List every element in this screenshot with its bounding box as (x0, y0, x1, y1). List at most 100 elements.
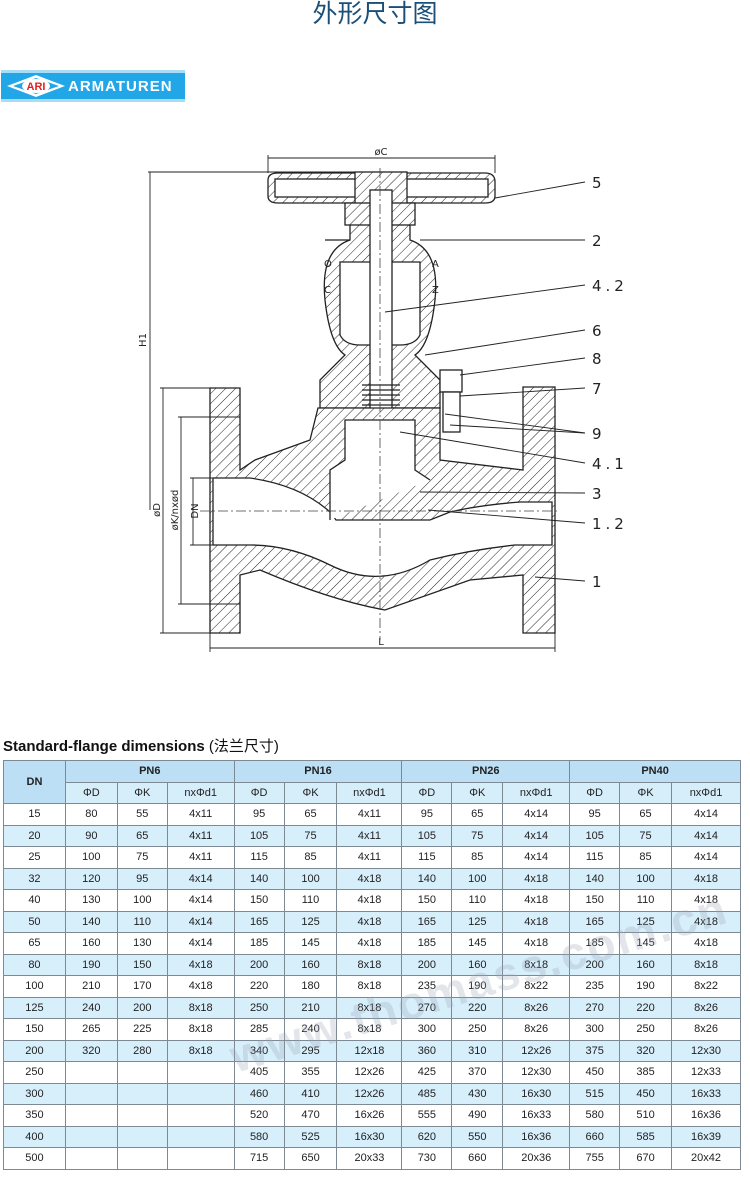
table-cell: 75 (451, 824, 504, 847)
table-cell: 110 (116, 910, 168, 933)
table-cell: 4x18 (336, 932, 403, 955)
table-cell: 165 (401, 910, 453, 933)
table-cell: 4x18 (166, 953, 235, 976)
table-cell (64, 1104, 118, 1127)
table-cell: 16x30 (336, 1125, 403, 1148)
table-cell: 270 (569, 996, 621, 1019)
table-cell: 16x30 (502, 1082, 571, 1105)
section-title-en: Standard-flange dimensions (3, 738, 205, 755)
table-cell: 620 (401, 1125, 453, 1148)
table-cell: 4x14 (166, 932, 235, 955)
dn-cell: 400 (3, 1125, 66, 1148)
ari-armaturen-logo: ARI ARMATUREN (1, 70, 185, 102)
table-cell: 125 (451, 910, 504, 933)
table-cell: 145 (619, 932, 673, 955)
table-cell: 755 (569, 1147, 621, 1170)
table-cell (166, 1147, 235, 1170)
table-cell: 100 (619, 867, 673, 890)
table-cell: 510 (619, 1104, 673, 1127)
callout-5: 5 (592, 174, 602, 192)
table-cell: 4x11 (336, 803, 403, 826)
table-cell: 730 (401, 1147, 453, 1170)
table-cell: 8x26 (671, 1018, 741, 1041)
table-cell: 100 (116, 889, 168, 912)
dn-cell: 20 (3, 824, 66, 847)
table-cell: 190 (64, 953, 118, 976)
dim-c: øC (374, 147, 387, 158)
table-cell: 95 (116, 867, 168, 890)
table-cell: 235 (401, 975, 453, 998)
table-cell (116, 1104, 168, 1127)
table-cell: 65 (619, 803, 673, 826)
table-cell: 185 (233, 932, 285, 955)
table-cell: 280 (116, 1039, 168, 1062)
table-cell: 16x33 (671, 1082, 741, 1105)
table-cell: 170 (116, 975, 168, 998)
dim-dn: DN (190, 503, 201, 518)
subheader-cell: ΦK (619, 781, 673, 804)
table-cell: 100 (64, 846, 118, 869)
table-cell (166, 1125, 235, 1148)
table-cell: 240 (283, 1018, 338, 1041)
table-cell (166, 1082, 235, 1105)
table-cell: 4x11 (336, 824, 403, 847)
table-cell: 4x18 (671, 889, 741, 912)
table-cell (116, 1125, 168, 1148)
subheader-cell: nxΦd1 (336, 781, 403, 804)
table-cell: 12x30 (671, 1039, 741, 1062)
table-cell: 8x26 (502, 996, 571, 1019)
table-cell: 295 (283, 1039, 338, 1062)
dn-cell: 80 (3, 953, 66, 976)
header-pn26: PN26 (401, 760, 571, 783)
table-cell: 650 (283, 1147, 338, 1170)
marking-o: O (324, 259, 332, 270)
table-cell: 210 (283, 996, 338, 1019)
dim-k: øK/nxød (170, 490, 181, 531)
table-cell: 105 (569, 824, 621, 847)
table-cell: 140 (569, 867, 621, 890)
table-cell: 250 (619, 1018, 673, 1041)
dn-cell: 250 (3, 1061, 66, 1084)
table-cell: 150 (233, 889, 285, 912)
table-cell: 8x18 (336, 975, 403, 998)
table-cell: 8x22 (502, 975, 571, 998)
callout-8: 8 (592, 350, 602, 368)
table-cell: 160 (619, 953, 673, 976)
table-cell: 185 (401, 932, 453, 955)
dn-cell: 40 (3, 889, 66, 912)
callout-9: 9 (592, 425, 602, 443)
table-cell: 250 (233, 996, 285, 1019)
table-cell (116, 1061, 168, 1084)
table-cell: 360 (401, 1039, 453, 1062)
table-cell: 485 (401, 1082, 453, 1105)
table-cell: 410 (283, 1082, 338, 1105)
table-cell: 520 (233, 1104, 285, 1127)
table-cell: 8x18 (671, 953, 741, 976)
table-cell: 110 (619, 889, 673, 912)
table-cell: 165 (569, 910, 621, 933)
dim-l: L (378, 637, 384, 648)
table-cell: 220 (233, 975, 285, 998)
table-cell: 670 (619, 1147, 673, 1170)
dn-cell: 150 (3, 1018, 66, 1041)
header-pn40: PN40 (569, 760, 741, 783)
table-cell: 370 (451, 1061, 504, 1084)
table-cell: 20x33 (336, 1147, 403, 1170)
table-cell: 355 (283, 1061, 338, 1084)
table-cell: 4x18 (502, 889, 571, 912)
section-title-cn: (法兰尺寸) (208, 738, 279, 755)
dn-cell: 350 (3, 1104, 66, 1127)
table-cell: 12x33 (671, 1061, 741, 1084)
header-pn6: PN6 (64, 760, 235, 783)
table-cell (116, 1147, 168, 1170)
table-cell: 165 (233, 910, 285, 933)
dn-cell: 100 (3, 975, 66, 998)
callout-4-1: 4.1 (592, 455, 628, 473)
table-cell: 555 (401, 1104, 453, 1127)
table-cell: 4x14 (166, 889, 235, 912)
